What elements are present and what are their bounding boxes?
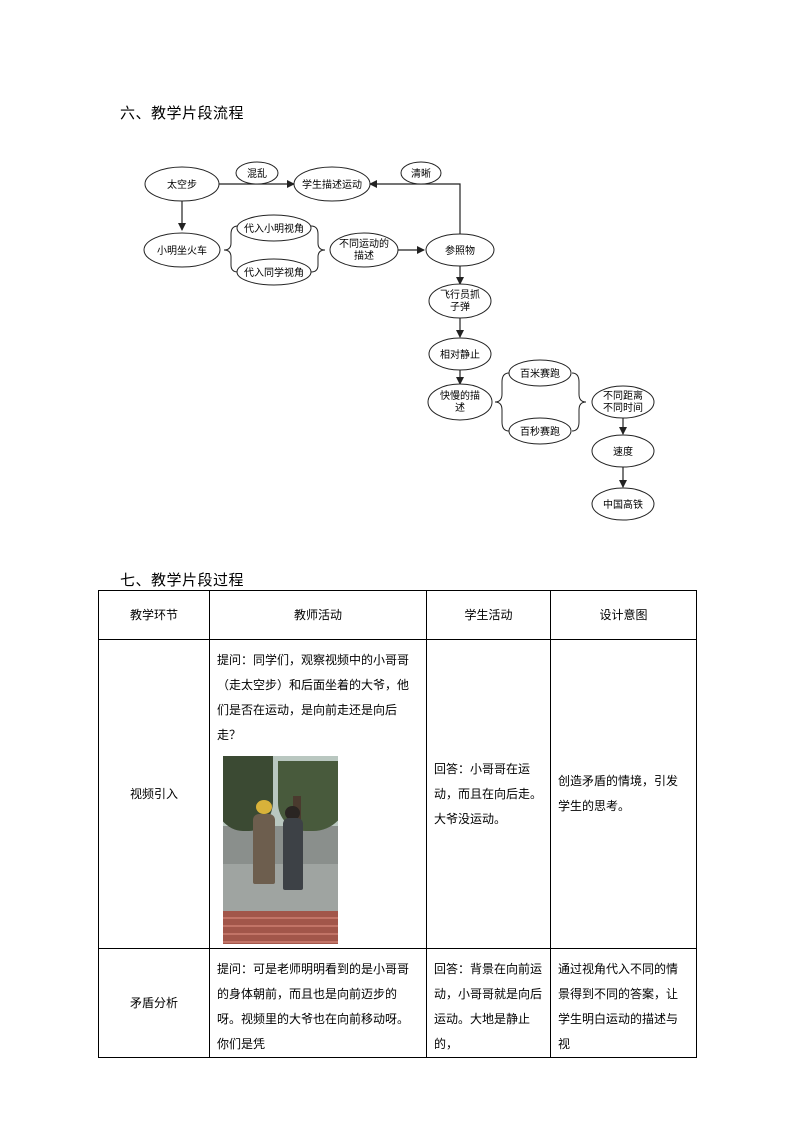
- header-student: 学生活动: [427, 591, 551, 640]
- cell-intent: 通过视角代入不同的情景得到不同的答案，让学生明白运动的描述与视: [551, 949, 697, 1058]
- node-taikongbu: 太空步: [145, 167, 219, 201]
- node-xuesheng: 学生描述运动: [294, 167, 370, 201]
- svg-text:描述: 描述: [354, 249, 374, 262]
- header-intent: 设计意图: [551, 591, 697, 640]
- svg-text:参照物: 参照物: [445, 244, 475, 257]
- node-canzhao: 参照物: [426, 234, 494, 266]
- table-row: 视频引入 提问：同学们，观察视频中的小哥哥（走太空步）和后面坐着的大爷，他们是否…: [99, 640, 697, 949]
- svg-text:太空步: 太空步: [167, 178, 197, 191]
- teaching-flowchart: 太空步 混乱 学生描述运动 清晰 小明坐火车 代入小明视角 代入同学视角 不同运…: [0, 0, 794, 560]
- node-dairu-xiaoming: 代入小明视角: [237, 215, 311, 241]
- svg-text:快慢的描: 快慢的描: [440, 389, 480, 402]
- svg-text:不同距离: 不同距离: [603, 389, 643, 402]
- svg-text:小明坐火车: 小明坐火车: [157, 244, 207, 257]
- node-xiaoming: 小明坐火车: [144, 233, 220, 267]
- svg-text:百米赛跑: 百米赛跑: [520, 367, 560, 380]
- brace-xiaoming: [224, 226, 238, 272]
- svg-text:不同时间: 不同时间: [603, 401, 643, 414]
- table-row: 矛盾分析 提问：可是老师明明看到的是小哥哥的身体朝前，而且也是向前迈步的呀。视频…: [99, 949, 697, 1058]
- node-dairu-tongxue: 代入同学视角: [237, 259, 311, 285]
- cell-stage: 视频引入: [99, 640, 210, 949]
- svg-text:混乱: 混乱: [247, 168, 267, 180]
- teacher-text: 提问：同学们，观察视频中的小哥哥（走太空步）和后面坐着的大爷，他们是否在运动，是…: [217, 648, 419, 748]
- table-header-row: 教学环节 教师活动 学生活动 设计意图: [99, 591, 697, 640]
- brace-dairu: [311, 226, 325, 272]
- video-thumbnail[interactable]: [223, 756, 338, 944]
- svg-text:百秒赛跑: 百秒赛跑: [520, 425, 560, 438]
- edge-canzhao-xuesheng: [370, 184, 460, 235]
- svg-text:不同运动的: 不同运动的: [339, 237, 389, 250]
- node-qingxi: 清晰: [401, 162, 441, 184]
- node-sudu: 速度: [592, 435, 654, 467]
- cell-student: 回答：小哥哥在运动，而且在向后走。大爷没运动。: [427, 640, 551, 949]
- svg-text:飞行员抓: 飞行员抓: [440, 288, 480, 301]
- brace-kuaiman: [495, 373, 509, 431]
- cell-teacher: 提问：同学们，观察视频中的小哥哥（走太空步）和后面坐着的大爷，他们是否在运动，是…: [210, 640, 427, 949]
- header-teacher: 教师活动: [210, 591, 427, 640]
- cell-stage: 矛盾分析: [99, 949, 210, 1058]
- svg-text:代入小明视角: 代入小明视角: [244, 222, 304, 235]
- svg-text:相对静止: 相对静止: [440, 348, 480, 361]
- cell-teacher: 提问：可是老师明明看到的是小哥哥的身体朝前，而且也是向前迈步的呀。视频里的大爷也…: [210, 949, 427, 1058]
- node-kuaiman: 快慢的描 述: [428, 384, 492, 420]
- node-butong: 不同运动的 描述: [330, 233, 398, 267]
- node-xiangdui: 相对静止: [429, 338, 491, 370]
- lesson-process-table: 教学环节 教师活动 学生活动 设计意图 视频引入 提问：同学们，观察视频中的小哥…: [98, 590, 697, 1058]
- svg-text:速度: 速度: [613, 445, 633, 458]
- node-baimiao: 百秒赛跑: [509, 418, 571, 444]
- section-7-title: 七、教学片段过程: [120, 569, 244, 590]
- node-baimi: 百米赛跑: [509, 360, 571, 386]
- node-gaotie: 中国高铁: [592, 488, 654, 520]
- cell-intent: 创造矛盾的情境，引发学生的思考。: [551, 640, 697, 949]
- svg-text:子弹: 子弹: [450, 300, 470, 313]
- svg-text:学生描述运动: 学生描述运动: [302, 178, 362, 191]
- header-stage: 教学环节: [99, 591, 210, 640]
- svg-text:代入同学视角: 代入同学视角: [244, 266, 304, 279]
- cell-student: 回答：背景在向前运动，小哥哥就是向后运动。大地是静止的，: [427, 949, 551, 1058]
- node-juli-shijian: 不同距离 不同时间: [592, 386, 654, 418]
- svg-text:清晰: 清晰: [411, 167, 431, 180]
- svg-text:述: 述: [455, 402, 465, 414]
- node-feixing: 飞行员抓 子弹: [429, 284, 491, 318]
- node-hunluan: 混乱: [236, 162, 278, 184]
- brace-saipao: [572, 373, 586, 431]
- svg-text:中国高铁: 中国高铁: [603, 498, 643, 511]
